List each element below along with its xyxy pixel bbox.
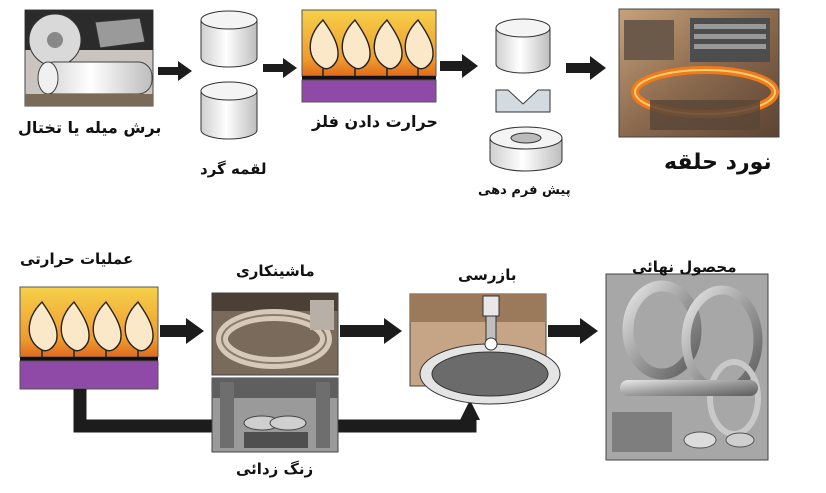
cutting-photo [24, 9, 154, 107]
heating-furnace [301, 9, 437, 103]
label-ring-rolling: نورد حلقه [664, 150, 772, 175]
flow-arrow [566, 56, 606, 80]
machining-photo [211, 292, 339, 376]
heat-treatment-furnace [19, 286, 159, 390]
flow-arrow [158, 61, 192, 81]
label-billet: لقمه گرد [200, 160, 267, 178]
flow-arrow [340, 318, 402, 344]
billet-cylinders [200, 10, 258, 140]
preforming-shapes [489, 18, 563, 172]
final-product-photo [605, 273, 769, 461]
flow-arrow [160, 318, 204, 344]
label-preforming: پیش فرم دهی [478, 183, 571, 198]
descaling-photo [211, 377, 339, 453]
ring-rolling-photo [618, 8, 780, 138]
label-final-product: محصول نهائی [632, 258, 737, 276]
inspection-drawing [409, 293, 561, 405]
flow-arrow [548, 318, 598, 344]
label-inspection: بازرسی [458, 266, 517, 284]
label-descaling: زنگ زدائی [236, 460, 314, 478]
label-heat-treatment: عملیات حرارتی [20, 250, 134, 268]
flow-arrow [460, 400, 480, 420]
label-heating: حرارت دادن فلز [312, 112, 438, 131]
label-machining: ماشینکاری [236, 262, 315, 280]
flow-arrow [263, 58, 297, 78]
flow-arrow [440, 54, 478, 78]
label-cutting: برش میله یا تختال [18, 118, 162, 137]
